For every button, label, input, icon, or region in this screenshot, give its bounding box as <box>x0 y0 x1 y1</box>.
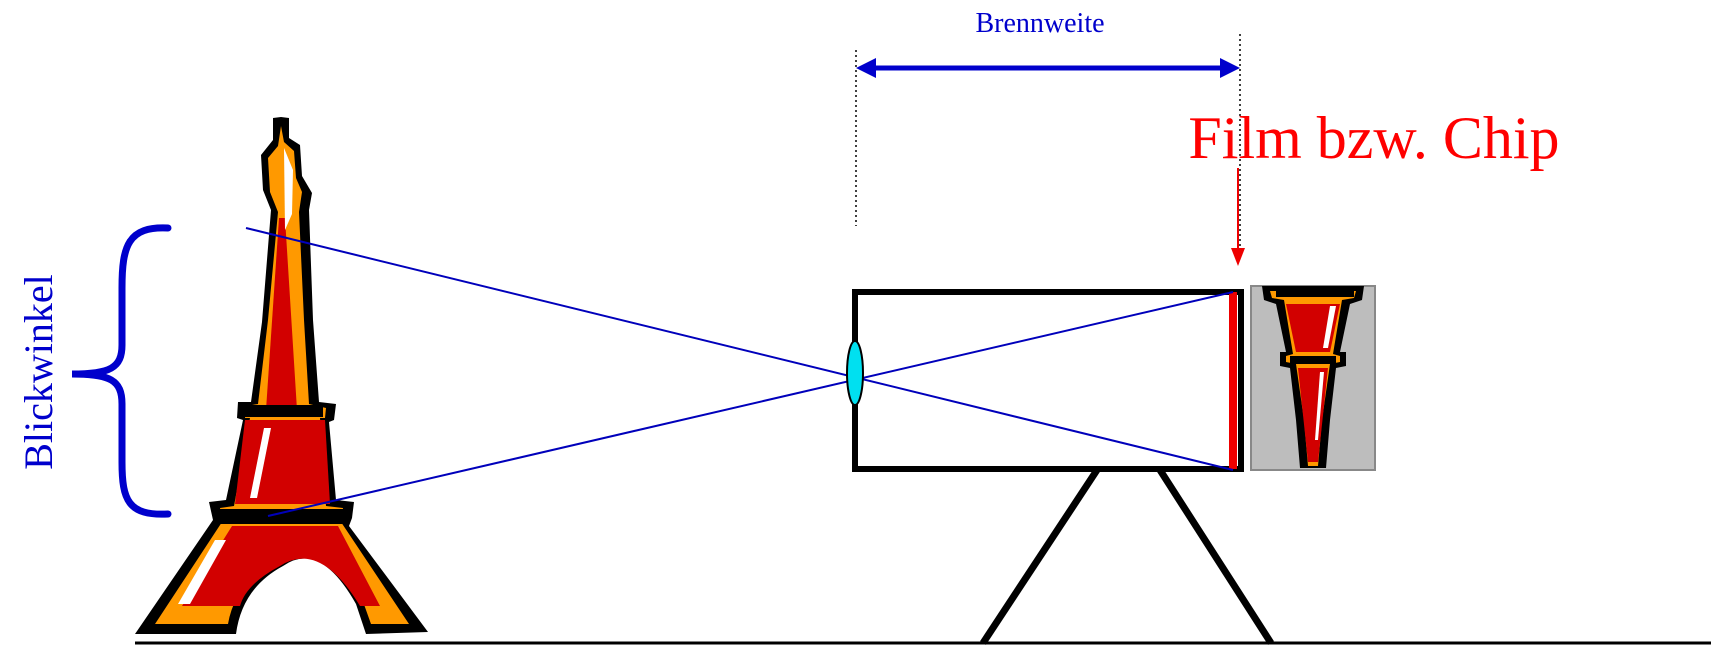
lens-icon <box>846 340 864 406</box>
field-of-view-label: Blickwinkel <box>16 274 61 470</box>
focal-length-label: Brennweite <box>975 8 1104 39</box>
sensor-plane <box>1229 292 1237 469</box>
inverted-tower-image <box>1250 285 1376 471</box>
tripod-icon <box>980 468 1274 645</box>
sensor-label: Film bzw. Chip <box>1188 105 1559 171</box>
eiffel-tower-icon <box>135 117 428 634</box>
ray-lines <box>245 227 1234 517</box>
sensor-pointer-arrow <box>1231 168 1245 266</box>
field-of-view-brace <box>71 224 172 518</box>
camera-body-icon <box>852 289 1244 472</box>
focal-length-dimension <box>855 34 1241 258</box>
